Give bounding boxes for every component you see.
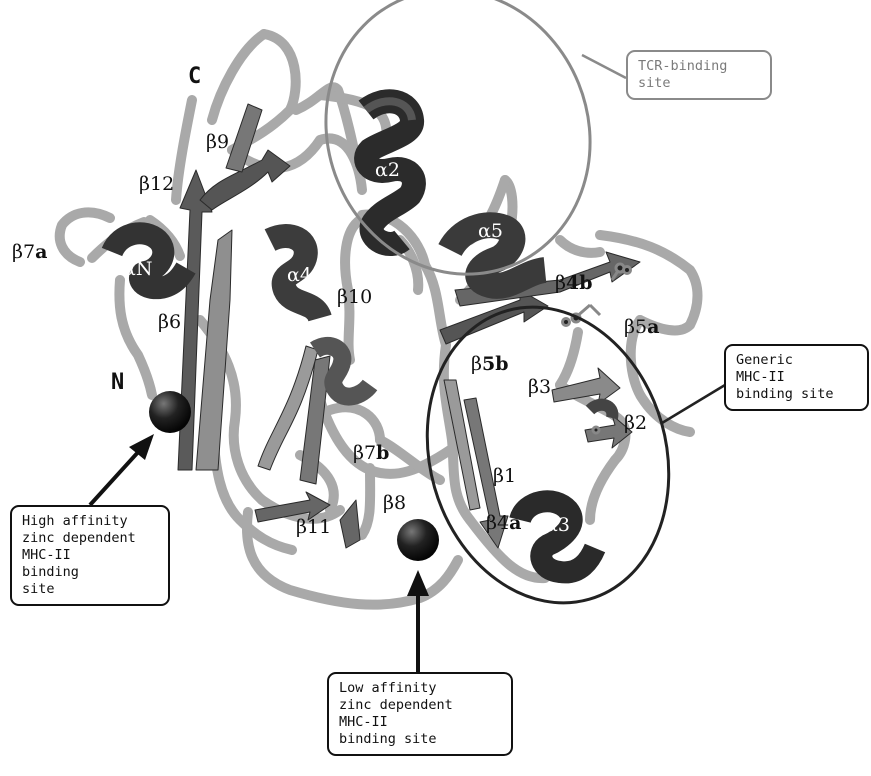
zinc-sphere-low-affinity [397, 519, 439, 561]
c-terminus-label: C [188, 64, 201, 89]
high-callout-line-2: zinc dependent [22, 530, 158, 547]
generic-callout-line-1: Generic [736, 352, 857, 369]
high-callout-line-3: MHC-II [22, 547, 158, 564]
label-alpha3: α3 [545, 516, 570, 535]
low-callout-line-2: zinc dependent [339, 697, 501, 714]
label-alphaN: αN [123, 260, 152, 279]
label-beta11: β11 [296, 518, 331, 537]
tcr-callout-line-2: site [638, 75, 760, 92]
generic-leader-line [662, 385, 725, 423]
generic-callout-line-3: binding site [736, 386, 857, 403]
tcr-callout-line-1: TCR-binding [638, 58, 760, 75]
label-beta5b: β5b [471, 355, 509, 374]
generic-callout-line-2: MHC-II [736, 369, 857, 386]
high-callout-line-1: High affinity [22, 513, 158, 530]
tcr-leader-line [582, 55, 626, 78]
tcr-binding-site-outline [284, 0, 633, 314]
label-beta9: β9 [206, 133, 229, 152]
label-beta1: β1 [493, 467, 516, 486]
label-beta3: β3 [528, 378, 551, 397]
label-beta6: β6 [158, 313, 181, 332]
low-affinity-arrow [407, 570, 429, 672]
label-beta7a: β7a [12, 243, 47, 262]
zinc-sphere-high-affinity [149, 391, 191, 433]
tcr-binding-site-callout: TCR-binding site [626, 50, 772, 100]
n-terminus-label: N [111, 370, 124, 395]
label-beta4b: β4b [555, 274, 593, 293]
high-affinity-arrow [90, 434, 154, 505]
generic-binding-site-callout: Generic MHC-II binding site [724, 344, 869, 411]
label-beta10: β10 [337, 288, 372, 307]
low-callout-line-4: binding site [339, 731, 501, 748]
label-alpha4: α4 [287, 266, 312, 285]
label-beta7b: β7b [353, 444, 389, 463]
label-alpha5: α5 [478, 222, 503, 241]
label-beta12: β12 [139, 175, 174, 194]
high-callout-line-4: binding [22, 564, 158, 581]
low-callout-line-1: Low affinity [339, 680, 501, 697]
label-beta2: β2 [624, 414, 647, 433]
low-callout-line-3: MHC-II [339, 714, 501, 731]
label-beta5a: β5a [624, 318, 659, 337]
label-beta8: β8 [383, 494, 406, 513]
high-callout-line-5: site [22, 581, 158, 598]
low-affinity-site-callout: Low affinity zinc dependent MHC-II bindi… [327, 672, 513, 756]
label-alpha2: α2 [375, 161, 400, 180]
label-beta4a: β4a [486, 514, 521, 533]
high-affinity-site-callout: High affinity zinc dependent MHC-II bind… [10, 505, 170, 606]
